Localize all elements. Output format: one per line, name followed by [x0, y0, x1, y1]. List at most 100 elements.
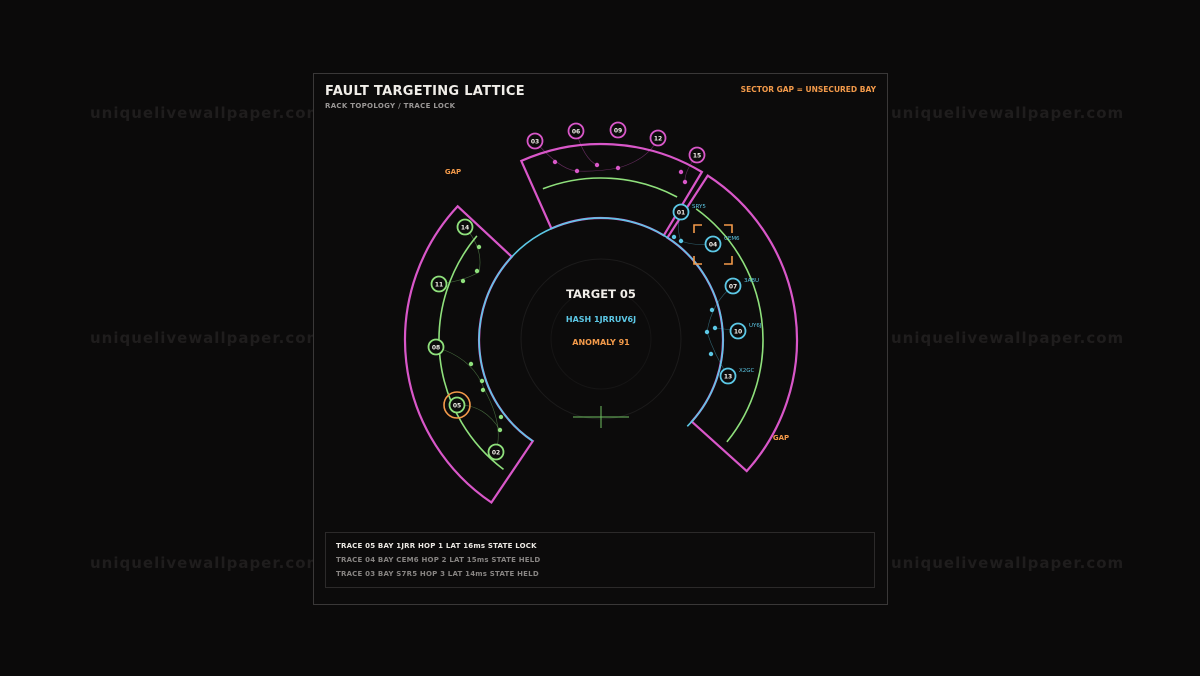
- node-13[interactable]: 13 X2GC: [719, 367, 755, 385]
- node-06[interactable]: 06: [567, 122, 585, 140]
- node-08[interactable]: 08: [427, 338, 445, 356]
- lattice-panel: FAULT TARGETING LATTICE RACK TOPOLOGY / …: [313, 73, 888, 605]
- node-label: 01: [677, 209, 685, 216]
- link-dot: [615, 165, 621, 171]
- link-dot: [480, 387, 486, 393]
- node-circle: [729, 322, 747, 340]
- node-04[interactable]: 04 CEM6: [704, 235, 741, 253]
- node-circle: [526, 132, 544, 150]
- node-09[interactable]: 09: [609, 121, 627, 139]
- sector-gap-legend: SECTOR GAP = UNSECURED BAY: [740, 85, 876, 94]
- node-circle: [704, 235, 722, 253]
- node-circle: [448, 396, 466, 414]
- node-label: 05: [453, 402, 461, 409]
- target-ring-icon: [443, 391, 471, 419]
- sector-left: [403, 204, 535, 505]
- link-dot: [678, 169, 684, 175]
- node-tag: X2GC: [739, 368, 755, 374]
- node-circle: [724, 277, 742, 295]
- trace-row[interactable]: TRACE 03 BAY S7R5 HOP 3 LAT 14ms STATE H…: [336, 570, 539, 578]
- node-circle: [430, 275, 448, 293]
- node-circle: [672, 203, 690, 221]
- node-label: 12: [654, 135, 662, 142]
- link-dot: [594, 162, 600, 168]
- node-05[interactable]: 05: [443, 391, 471, 419]
- node-circle: [688, 146, 706, 164]
- node-tag: UY6J: [749, 323, 762, 329]
- cyan-inner-arc: [478, 217, 724, 442]
- node-circle: [487, 443, 505, 461]
- node-circle: [456, 218, 474, 236]
- anomaly-label: ANOMALY 91: [572, 338, 630, 347]
- node-circle: [567, 122, 585, 140]
- hash-label: HASH 1JRRUV6J: [566, 315, 636, 324]
- node-14[interactable]: 14: [456, 218, 474, 236]
- watermark-text: uniquelivewallpaper.com: [90, 554, 324, 572]
- link-dot: [678, 238, 684, 244]
- link-curve: [534, 137, 659, 172]
- node-label: 06: [572, 128, 580, 135]
- sector-right: [665, 174, 799, 473]
- node-label: 15: [693, 152, 701, 159]
- panel-title: FAULT TARGETING LATTICE: [325, 84, 525, 99]
- panel-subtitle: RACK TOPOLOGY / TRACE LOCK: [325, 102, 456, 110]
- link-dot: [460, 278, 466, 284]
- green-arc-top: [542, 177, 678, 198]
- link-layer: [435, 130, 739, 453]
- link-curve: [438, 226, 481, 285]
- link-dot: [671, 234, 677, 240]
- trace-readout: TRACE 05 BAY 1JRR HOP 1 LAT 16ms STATE L…: [325, 532, 875, 588]
- link-dot: [708, 351, 714, 357]
- node-11[interactable]: 11: [430, 275, 448, 293]
- node-label: 08: [432, 344, 440, 351]
- gap-label-right: GAP: [773, 434, 789, 442]
- link-dot: [709, 307, 715, 313]
- ring-layer: [403, 142, 799, 505]
- node-circle: [649, 129, 667, 147]
- link-dot: [552, 159, 558, 165]
- link-dot: [497, 427, 503, 433]
- link-dot: [712, 325, 718, 331]
- link-dot: [574, 168, 580, 174]
- node-circle: [609, 121, 627, 139]
- watermark-text: uniquelivewallpaper.com: [891, 329, 1125, 347]
- node-02[interactable]: 02: [487, 443, 505, 461]
- node-03[interactable]: 03: [526, 132, 544, 150]
- sector-top: [519, 142, 704, 237]
- node-label: 13: [724, 373, 732, 380]
- target-label: TARGET 05: [566, 287, 636, 301]
- inner-guide-ring: [550, 288, 652, 390]
- node-label: 10: [734, 328, 742, 335]
- node-tag: CEM6: [724, 236, 740, 242]
- link-dot: [474, 268, 480, 274]
- node-label: 04: [709, 241, 717, 248]
- link-curve: [706, 285, 734, 377]
- link-dot: [479, 378, 485, 384]
- link-dot: [476, 244, 482, 250]
- watermark-text: uniquelivewallpaper.com: [90, 104, 324, 122]
- node-15[interactable]: 15: [688, 146, 706, 164]
- watermark-text: uniquelivewallpaper.com: [90, 329, 324, 347]
- trace-row[interactable]: TRACE 05 BAY 1JRR HOP 1 LAT 16ms STATE L…: [336, 542, 537, 550]
- link-dot: [682, 179, 688, 185]
- green-arc-left: [438, 235, 504, 471]
- node-label: 02: [492, 449, 500, 456]
- link-dot: [704, 329, 710, 335]
- lock-bracket-icon: [693, 224, 733, 265]
- link-dot: [468, 361, 474, 367]
- watermark-text: uniquelivewallpaper.com: [891, 104, 1125, 122]
- node-label: 03: [531, 138, 539, 145]
- node-label: 14: [461, 224, 469, 231]
- node-circle: [427, 338, 445, 356]
- node-12[interactable]: 12: [649, 129, 667, 147]
- link-dot: [498, 414, 504, 420]
- node-circle: [719, 367, 737, 385]
- trace-row[interactable]: TRACE 04 BAY CEM6 HOP 2 LAT 15ms STATE H…: [336, 556, 541, 564]
- node-10[interactable]: 10 UY6J: [729, 322, 762, 340]
- watermark-text: uniquelivewallpaper.com: [891, 554, 1125, 572]
- node-label: 09: [614, 127, 622, 134]
